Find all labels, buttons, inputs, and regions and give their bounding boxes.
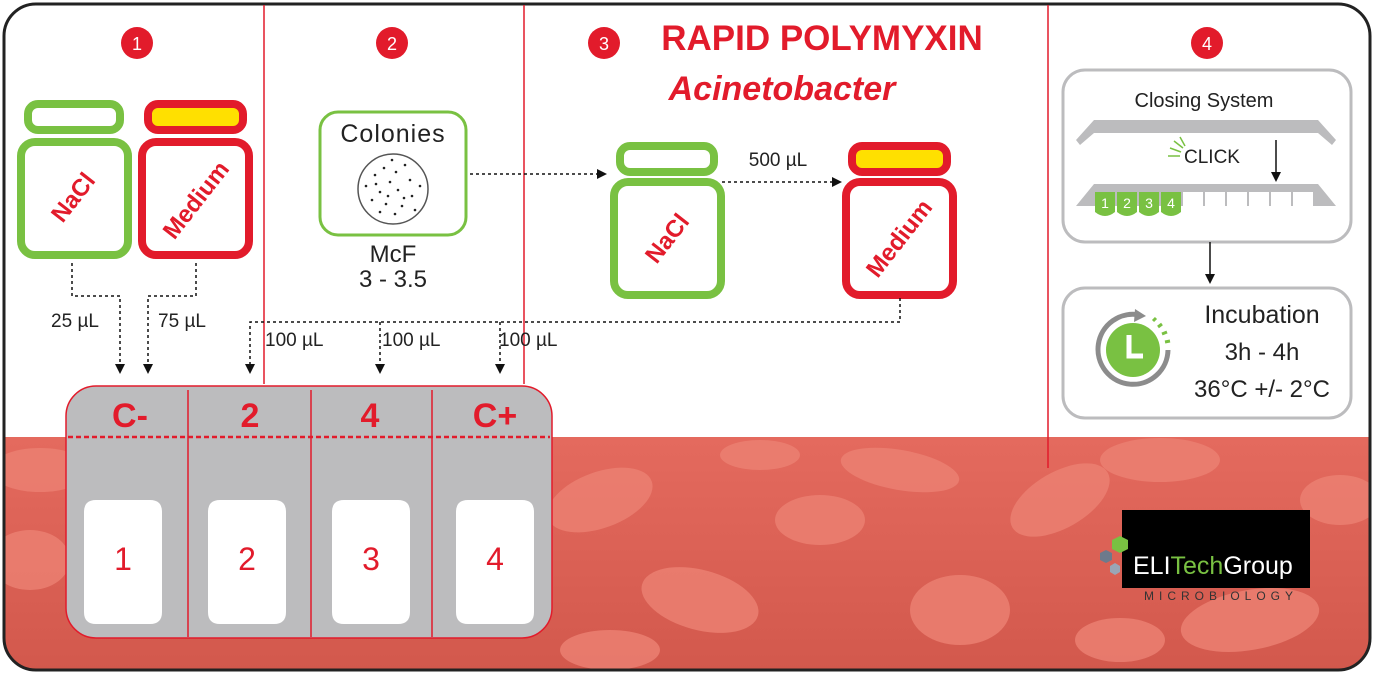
volume-100-label-1: 100 µL	[265, 330, 324, 351]
timer-icon	[1095, 309, 1171, 387]
logo-hexagon-icon	[1100, 536, 1128, 575]
incubation-title: Incubation	[1204, 301, 1319, 329]
click-label: CLICK	[1184, 147, 1240, 168]
step-badge-3: 3	[588, 27, 620, 59]
step-badge-2: 2	[376, 27, 408, 59]
incubation-time: 3h - 4h	[1225, 339, 1300, 366]
arrow-medium-to-c-minus	[143, 263, 197, 374]
strip-well-4-number: 4	[486, 541, 504, 577]
bottle-medium-1: Medium	[138, 100, 253, 259]
bottle-nacl-3: NaCl	[610, 142, 725, 299]
strip-well-3: 3	[332, 500, 410, 624]
strip-well-2: 2	[208, 500, 286, 624]
incubation-panel: Incubation 3h - 4h 36°C +/- 2°C	[1061, 286, 1353, 420]
strip-well-1: 1	[84, 500, 162, 624]
bottle-medium-3: Medium	[842, 142, 957, 299]
closing-well-2: 2	[1123, 195, 1131, 211]
closing-wells: 1 2 3 4	[1095, 192, 1313, 216]
strip-header-4: 4	[361, 397, 380, 435]
strip-well-3-number: 3	[362, 541, 380, 577]
petri-dish-icon	[357, 153, 429, 225]
mcf-label: McF	[370, 241, 417, 268]
volume-25-label: 25 µL	[51, 311, 99, 332]
step-number-1: 1	[132, 34, 142, 54]
colonies-box: Colonies	[318, 110, 468, 237]
closing-well-3: 3	[1145, 195, 1153, 211]
closing-well-1: 1	[1101, 195, 1109, 211]
volume-75-label: 75 µL	[158, 311, 206, 332]
logo-text: ELITechGroup	[1133, 552, 1293, 580]
closing-system-title: Closing System	[1135, 90, 1274, 112]
strip-well-1-number: 1	[114, 541, 132, 577]
closing-well-4: 4	[1167, 195, 1175, 211]
step-number-2: 2	[387, 34, 397, 54]
volume-100-label-2: 100 µL	[382, 330, 441, 351]
volume-500-label: 500 µL	[749, 150, 808, 171]
arrow-nacl-to-c-minus	[71, 263, 125, 374]
mcf-range: 3 - 3.5	[359, 266, 427, 293]
title-sub: Acinetobacter	[668, 70, 897, 108]
bottle-nacl-1: NaCl	[17, 100, 132, 259]
strip-well-2-number: 2	[238, 541, 256, 577]
strip-well-4: 4	[456, 500, 534, 624]
colonies-label: Colonies	[340, 120, 445, 148]
step-number-3: 3	[599, 34, 609, 54]
elitechgroup-logo: ELITechGroup MICROBIOLOGY	[1100, 510, 1310, 603]
arrow-medium-to-well-2	[245, 298, 901, 374]
step-badge-1: 1	[121, 27, 153, 59]
title-main: RAPID POLYMYXIN	[661, 19, 983, 58]
closing-system-panel: Closing System CLICK 1 2 3 4	[1061, 68, 1353, 244]
strip-header-c-minus: C-	[112, 397, 148, 435]
step-badge-4: 4	[1191, 27, 1223, 59]
bacteria-texture	[4, 438, 1370, 670]
closing-lid-icon	[1076, 120, 1336, 145]
strip-header-c-plus: C+	[473, 397, 517, 435]
step-number-4: 4	[1202, 34, 1212, 54]
colony-dots	[364, 158, 422, 216]
strip-header-2: 2	[241, 397, 260, 435]
volume-100-label-3: 100 µL	[499, 330, 558, 351]
incubation-temp: 36°C +/- 2°C	[1194, 376, 1330, 403]
logo-subtitle: MICROBIOLOGY	[1144, 589, 1298, 603]
click-burst-icon	[1168, 136, 1186, 157]
test-strip: C- 2 4 C+ 1 2 3 4	[65, 385, 553, 639]
